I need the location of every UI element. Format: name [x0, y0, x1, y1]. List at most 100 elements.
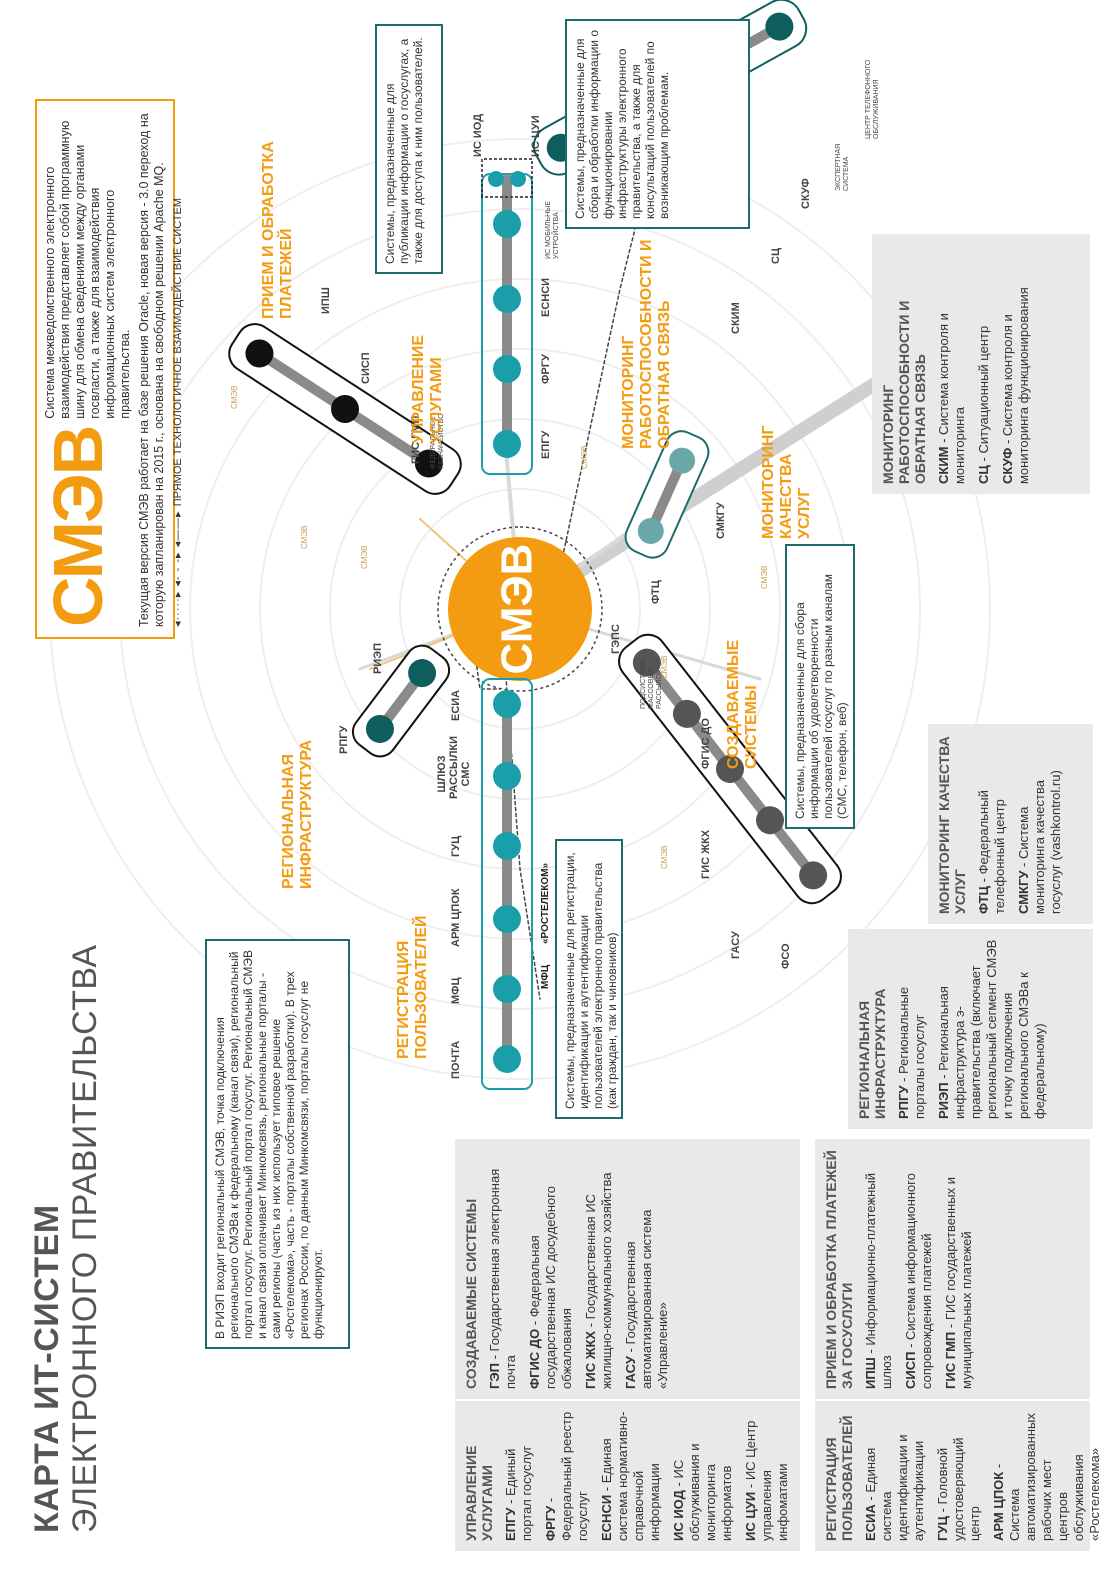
smev-center-label: СМЭВ: [493, 544, 542, 675]
label-ftc: ФТЦ: [650, 580, 662, 604]
label-fgis-do: ФГИС ДО: [700, 718, 712, 769]
category-monitoring-rab: МОНИТОРИНГ РАБОТОСПОСОБНОСТИ И ОБРАТНАЯ …: [620, 239, 673, 449]
station-epgu[interactable]: [493, 430, 521, 458]
station-arm-cpok[interactable]: [493, 905, 521, 933]
station-gis-gmp[interactable]: [410, 444, 449, 483]
legend-item: ГУЦ - Головной удостоверяющий центр: [935, 1437, 982, 1541]
label-frgu: ФРГУ: [540, 354, 552, 384]
label-is-cui: ИС ЦУИ: [530, 115, 542, 157]
station-geps[interactable]: [627, 643, 666, 682]
smev-mini-7: СМЭВ: [360, 545, 369, 569]
label-mfc: МФЦ: [450, 977, 462, 1004]
station-rpgu[interactable]: [360, 709, 399, 748]
note-registracia: Системы, предназначенные для регистрации…: [555, 839, 623, 1119]
legend-item: СКУФ - Система контроля и мониторинга фу…: [1000, 287, 1031, 484]
smev-mini-5: СМЭВ: [660, 845, 669, 869]
station-gis-zhkh[interactable]: [750, 801, 789, 840]
legend-title: ПРИЕМ И ОБРАБОТКА ПЛАТЕЖЕЙ ЗА ГОСУСЛУГИ: [823, 1150, 855, 1389]
label-guc: ГУЦ: [450, 835, 462, 857]
category-monitoring-kach: МОНИТОРИНГ КАЧЕСТВА УСЛУГ: [760, 425, 813, 539]
legend-item: СМКГУ - Система мониторинга качества гос…: [1016, 770, 1063, 914]
station-podsistema[interactable]: [667, 694, 706, 733]
label-gis-zhkh: ГИС ЖКХ: [700, 829, 712, 879]
smev-center-circle: [448, 537, 592, 681]
station-mfc[interactable]: [493, 975, 521, 1003]
smev-current: Текущая версия СМЭВ работает на базе реш…: [137, 113, 166, 627]
smev-legend: ◂·····▸ ◂- - -▸ ◂——▸ ПРЯМОЕ ТЕХНОЛОГИЧНО…: [171, 111, 186, 627]
smev-mini-4: СМЭВ: [660, 655, 669, 679]
label-riep: РИЭП: [372, 643, 384, 674]
legend-item: ГИС ЖКХ - Государственная ИС жилищно-ком…: [583, 1172, 614, 1389]
category-regionalnaya: РЕГИОНАЛЬНАЯ ИНФРАСТРУКТУРА: [280, 739, 315, 889]
line-sozdavaemye: [618, 633, 842, 905]
line-regionalnaya: [351, 644, 451, 758]
label-sc: СЦ: [770, 248, 782, 264]
label-rpgu: РПГУ: [338, 725, 350, 754]
legend-item: ЕПГУ - Единый портал госуслуг: [503, 1445, 534, 1541]
station-cto[interactable]: [760, 8, 798, 46]
legend-item: ФТЦ - Федеральный телефонный центр: [976, 790, 1007, 914]
note-region: В РИЭП входит региональный СМЭВ, точка п…: [205, 939, 350, 1349]
label-sisp: СИСП: [360, 352, 372, 384]
label-smkgu: СМКГУ: [715, 502, 727, 539]
smev-mini-3: СМЭВ: [760, 565, 769, 589]
legend-item: ЕСИА - Единая система идентификации и ау…: [863, 1434, 926, 1541]
station-is-mobile[interactable]: [493, 210, 521, 238]
station-sisp[interactable]: [326, 390, 365, 429]
label-pochta: ПОЧТА: [450, 1040, 462, 1079]
legend-item: ИПШ - Информационно-платежный шлюз: [863, 1173, 894, 1389]
legend-item: ЕСНСИ - Единая система нормативно-справо…: [599, 1411, 662, 1541]
station-guc[interactable]: [493, 832, 521, 860]
label-fso: ФСО: [780, 943, 792, 969]
legend-registracia: РЕГИСТРАЦИЯ ПОЛЬЗОВАТЕЛЕЙ ЕСИА - Единая …: [815, 1401, 1102, 1551]
legend-title: РЕГИСТРАЦИЯ ПОЛЬЗОВАТЕЛЕЙ: [823, 1415, 855, 1541]
label-arm-cpok: АРМ ЦПОК: [450, 888, 462, 947]
station-smkgu[interactable]: [665, 443, 699, 477]
smev-mini-1: СМЭВ: [230, 385, 239, 409]
station-gasu[interactable]: [793, 856, 832, 895]
station-esia[interactable]: [493, 690, 521, 718]
station-ipsh[interactable]: [240, 334, 279, 373]
legend-title: МОНИТОРИНГ КАЧЕСТВА УСЛУГ: [936, 736, 968, 914]
label-gasu: ГАСУ: [730, 931, 742, 959]
legend-title: УПРАВЛЕНИЕ УСЛУГАМИ: [463, 1445, 495, 1541]
label-ipsh: ИПШ: [320, 287, 332, 314]
legend-item: ГИС ГМП - ГИС государственных и муниципа…: [943, 1176, 974, 1389]
logo-rostelecom: «РОСТЕЛЕКОМ»: [540, 862, 551, 944]
station-riep[interactable]: [402, 653, 441, 692]
legend-title: СОЗДАВАЕМЫЕ СИСТЕМЫ: [463, 1198, 479, 1389]
line-registracia: [481, 678, 533, 1090]
legend-item: РПГУ - Региональные порталы госуслуг: [896, 986, 927, 1119]
category-registracia: РЕГИСТРАЦИЯ ПОЛЬЗОВАТЕЛЕЙ: [395, 915, 430, 1060]
smev-mini-6: СМЭВ: [300, 525, 309, 549]
smev-center[interactable]: СМЭВ: [437, 526, 603, 692]
legend-upravlenie: УПРАВЛЕНИЕ УСЛУГАМИ ЕПГУ - Единый портал…: [455, 1401, 800, 1551]
legend-item: АРМ ЦПОК - Система автоматизированных ра…: [991, 1413, 1102, 1541]
label-esia: ЕСИА: [450, 689, 462, 721]
station-ftc[interactable]: [634, 514, 668, 548]
label-shluz-sms: ШЛЮЗ РАССЫЛКИ СМС: [436, 735, 472, 799]
smev-info-box: СМЭВ Система межведомственного электронн…: [35, 99, 184, 639]
station-pochta[interactable]: [493, 1045, 521, 1073]
station-esnsi[interactable]: [493, 285, 521, 313]
station-shluz-sms[interactable]: [493, 762, 521, 790]
station-fgis-do[interactable]: [710, 749, 749, 788]
legend-priem: ПРИЕМ И ОБРАБОТКА ПЛАТЕЖЕЙ ЗА ГОСУСЛУГИ …: [815, 1139, 1090, 1399]
smev-legend-text: ПРЯМОЕ ТЕХНОЛОГИЧНОЕ ВЗАИМОДЕЙСТВИЕ СИСТ…: [172, 197, 184, 507]
line-upravlenie: [481, 158, 533, 475]
station-is-cui[interactable]: [510, 171, 526, 187]
category-upravlenie: УПРАВЛЕНИЕ УСЛУГАМИ: [410, 334, 445, 444]
legend-item: ФРГУ - Федеральный реестр госуслуг: [543, 1411, 590, 1541]
legend-item: ГАСУ - Государственная автоматизированна…: [623, 1209, 670, 1389]
logo-mfc: МФЦ: [540, 964, 551, 989]
legend-item: ГЭП - Государственная электронная почта: [487, 1168, 518, 1389]
station-frgu[interactable]: [493, 355, 521, 383]
label-epgu: ЕПГУ: [540, 430, 552, 459]
station-is-iod[interactable]: [488, 171, 504, 187]
smev-description: Система межведомственного электронного в…: [43, 120, 132, 419]
label-skim: СКИМ: [730, 302, 742, 334]
legend-item: РИЭП - Региональная инфраструктура э-пра…: [936, 939, 1047, 1119]
note-kachestvo: Системы, предназначенные для сбора инфор…: [785, 544, 855, 829]
legend-monitoring-kach: МОНИТОРИНГ КАЧЕСТВА УСЛУГ ФТЦ - Федераль…: [928, 724, 1093, 924]
